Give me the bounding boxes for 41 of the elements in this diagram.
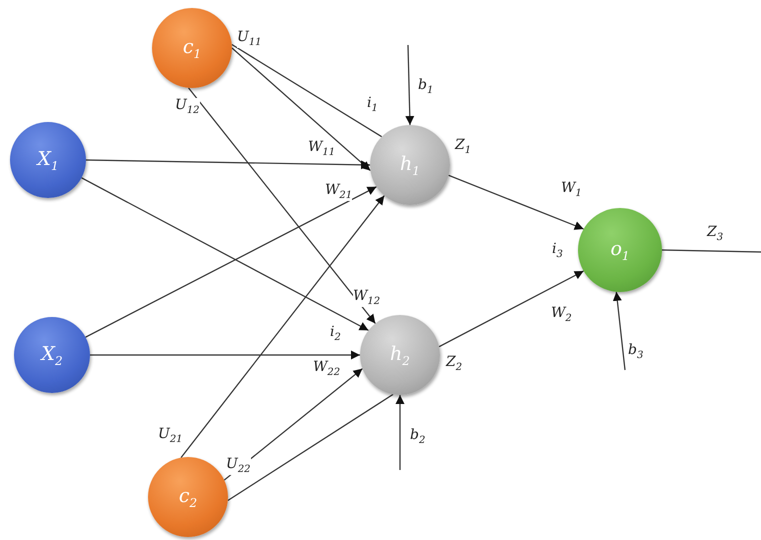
neuron-circle: [370, 125, 450, 205]
neuron-circle: [578, 208, 662, 292]
arrow: [180, 195, 385, 458]
weight-label: U$_{22}$: [226, 457, 251, 475]
weight-label: Z$_{1}$: [455, 138, 472, 156]
weight-label: Z$_{3}$: [707, 225, 724, 243]
neuron-label: o$_{1}$: [610, 238, 630, 262]
arrow: [448, 174, 584, 230]
arrow: [405, 44, 414, 126]
weight-label: Z$_{2}$: [446, 355, 462, 373]
neuron-circle: [360, 315, 440, 395]
neuron-label: X$_{2}$: [41, 342, 63, 368]
weight-label: U$_{12}$: [175, 98, 200, 116]
arrow: [86, 159, 370, 170]
weight-label: W$_{21}$: [325, 183, 352, 201]
neuron-circle: [14, 317, 90, 393]
weight-label: W$_{11}$: [308, 140, 336, 158]
neuron-label: c$_{1}$: [182, 36, 202, 60]
arrow: [612, 292, 626, 370]
weight-label: i$_{3}$: [552, 242, 563, 260]
weight-label: b$_{3}$: [628, 343, 644, 361]
weight-label: i$_{1}$: [367, 96, 378, 114]
weight-label: W$_{1}$: [561, 181, 582, 199]
weight-label: b$_{2}$: [410, 428, 426, 446]
weight-label: W$_{22}$: [313, 360, 340, 378]
weight-label: U$_{11}$: [237, 30, 262, 48]
weight-label: W$_{2}$: [551, 306, 572, 324]
neuron-circle: [10, 122, 86, 198]
arrow: [188, 87, 376, 324]
neuron-label: c$_{2}$: [178, 484, 198, 510]
weight-label: U$_{21}$: [158, 427, 183, 445]
arrow: [396, 395, 404, 470]
arrow: [232, 48, 371, 172]
weight-label: W$_{12}$: [353, 289, 380, 307]
arrow: [438, 270, 584, 348]
weight-label: i$_{2}$: [330, 325, 341, 343]
arrow: [90, 350, 360, 360]
neuron-label: h$_{1}$: [400, 152, 420, 178]
neuron-label: X$_{1}$: [37, 148, 59, 172]
weight-label: b$_{1}$: [418, 78, 434, 96]
neuron-label: h$_{2}$: [390, 342, 410, 368]
